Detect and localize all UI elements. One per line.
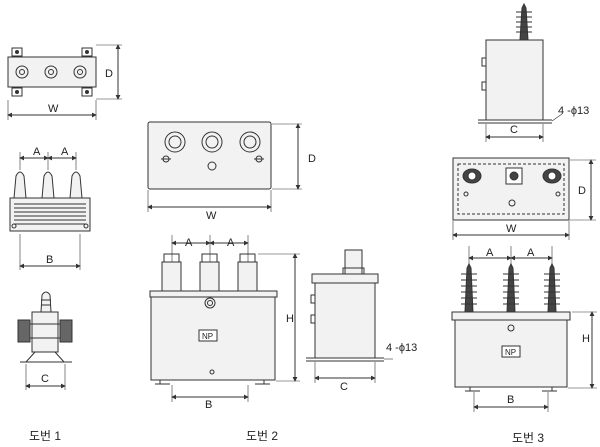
fig3-side-view [478,2,563,142]
fig2-w-label: W [206,210,217,222]
fig3-b-label: B [507,394,514,406]
fig2-h-label: H [286,313,294,325]
fig3-top-view [452,157,596,240]
fig2-d-label: D [308,153,316,165]
fig2-np-plate: NP [202,332,213,341]
fig1-d-label: D [105,68,113,80]
fig1-a-label-1: A [33,146,41,158]
fig1-caption: 도번 1 [29,429,61,443]
fig3-np-plate: NP [505,348,516,357]
fig1-front-view [9,152,91,270]
fig2-a-label-2: A [227,237,235,249]
fig2-side-view [306,249,393,383]
fig3-w-label: W [506,223,517,235]
fig3-c-label: C [510,124,518,136]
fig3-d-label: D [578,185,586,197]
fig3-caption: 도번 3 [512,431,544,445]
fig3-a-label-1: A [486,247,494,259]
fig1-w-label: W [48,103,59,115]
fig2-a-label-1: A [185,237,193,249]
fig2-hole-label: 4 -ϕ13 [386,342,417,354]
fig3-hole-label: 4 -ϕ13 [558,105,589,117]
fig2-c-label: C [340,381,348,393]
fig1-c-label: C [41,373,49,385]
fig1-top-view [7,44,122,120]
fig3-h-label: H [582,333,590,345]
fig1-a-label-2: A [61,146,69,158]
fig2-b-label: B [205,399,212,411]
fig3-front-view [451,246,597,412]
fig2-top-view [147,121,302,212]
fig2-front-view [149,235,300,402]
fig3-a-label-2: A [527,247,535,259]
fig1-b-label: B [46,254,53,266]
fig1-side-view [17,291,73,390]
fig2-caption: 도번 2 [246,429,278,443]
